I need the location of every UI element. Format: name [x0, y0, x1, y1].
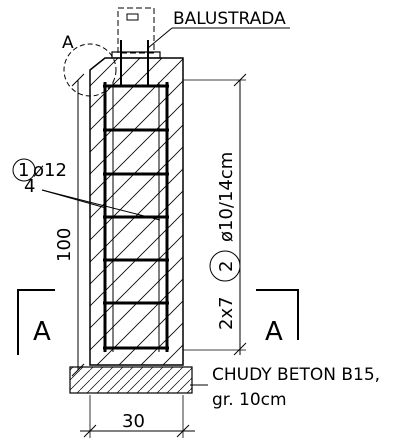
main-rebar-mark: 1 — [18, 160, 29, 181]
main-rebar-diameter: ø12 — [33, 160, 67, 181]
section-marker-right: A — [256, 289, 299, 347]
main-rebar-mark-circle — [12, 158, 36, 182]
balustrade-label: BALUSTRADA — [173, 9, 286, 29]
stirrup-count: 2x7 — [216, 296, 237, 330]
main-rebar-count: 4 — [24, 176, 35, 197]
section-marker-left: A — [17, 289, 55, 355]
stirrup-callout: 2x7 2 ø10/14cm — [209, 152, 241, 330]
height-dim-label: 100 — [54, 228, 75, 262]
stirrup-mark: 2 — [216, 261, 237, 272]
svg-text:A: A — [265, 317, 283, 347]
balustrade-leader — [147, 27, 173, 49]
lean-concrete-slab — [69, 366, 193, 394]
width-dim-label: 30 — [122, 411, 145, 432]
lean-concrete-line1: CHUDY BETON B15, — [212, 365, 380, 385]
stirrup-spec: ø10/14cm — [216, 152, 237, 242]
lean-concrete-line2: gr. 10cm — [212, 390, 287, 410]
stirrup-set — [103, 84, 169, 350]
svg-text:A: A — [33, 317, 51, 347]
main-rebar-callout: 4 1 ø12 — [12, 158, 161, 221]
detail-marker-label: A — [62, 33, 74, 53]
